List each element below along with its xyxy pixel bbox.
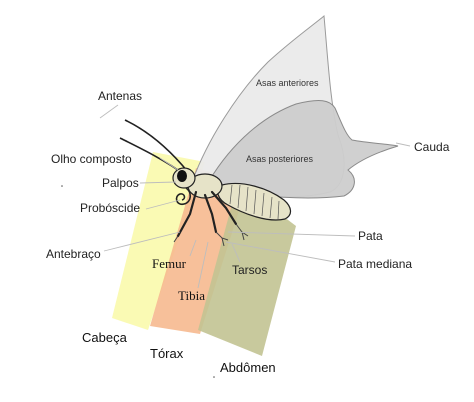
legs: [176, 190, 238, 238]
label-femur: Femur: [152, 256, 187, 271]
hindwing: [204, 100, 399, 199]
label-asas-posteriores: Asas posteriores: [246, 154, 314, 164]
compound-eye: [177, 170, 187, 182]
leader-lines: [99, 104, 411, 289]
region-label-cabeca: Cabeça: [82, 330, 128, 345]
stray-dot: [61, 185, 63, 187]
head-region-band: [112, 152, 205, 330]
label-palpos: Palpos: [102, 176, 139, 190]
label-antebraco: Antebraço: [46, 247, 101, 261]
front-leg: [176, 190, 198, 238]
label-proboscide: Probóscide: [80, 201, 140, 215]
stray-dot: [213, 376, 215, 378]
antenna-upper: [124, 119, 189, 173]
label-pata-mediana: Pata mediana: [338, 257, 412, 271]
thorax-region-band: [150, 168, 248, 334]
label-tibia: Tibia: [178, 288, 205, 303]
label-antenas: Antenas: [98, 89, 142, 103]
label-pata: Pata: [358, 229, 383, 243]
region-label-abdomen: Abdômen: [220, 360, 276, 375]
middle-leg: [203, 193, 218, 234]
hind-leg: [210, 190, 238, 226]
label-cauda: Cauda: [414, 140, 450, 154]
label-asas-anteriores: Asas anteriores: [256, 78, 319, 88]
label-tarsos: Tarsos: [232, 263, 267, 277]
label-olho-composto: Olho composto: [51, 152, 132, 166]
abdomen-body: [217, 182, 292, 221]
region-label-torax: Tórax: [150, 346, 184, 361]
abdomen-region-band: [198, 182, 296, 356]
abdomen-segment-lines: [229, 184, 280, 220]
